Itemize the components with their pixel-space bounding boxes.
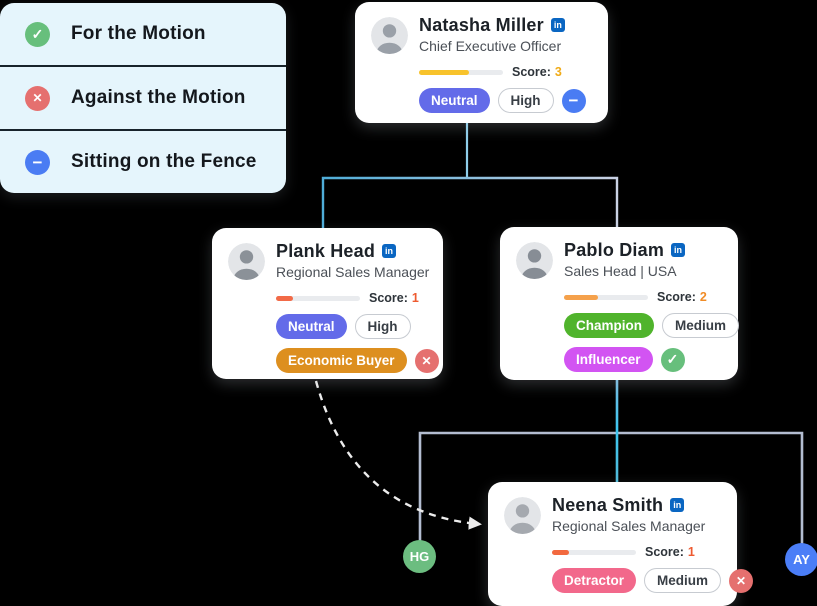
score-label: Score:: [512, 65, 551, 79]
legend-item-on-fence: Sitting on the Fence: [0, 129, 286, 193]
score-value: 2: [699, 290, 707, 304]
avatar: [371, 17, 408, 54]
badge-champion[interactable]: Champion: [564, 313, 654, 338]
legend-item-against-motion: Against the Motion: [0, 65, 286, 129]
x-circle-icon[interactable]: [729, 568, 754, 593]
score-bar-fill: [276, 295, 293, 301]
badge-influencer[interactable]: Influencer: [564, 347, 653, 372]
linkedin-icon[interactable]: in: [382, 244, 397, 258]
person-title: Sales Head | USA: [564, 263, 677, 279]
badge-medium[interactable]: Medium: [662, 313, 740, 338]
person-node-ay[interactable]: AY: [785, 543, 817, 576]
badge-economic-buyer[interactable]: Economic Buyer: [276, 348, 407, 373]
legend-label: Sitting on the Fence: [71, 151, 257, 172]
badge-medium[interactable]: Medium: [644, 568, 722, 593]
check-circle-icon: [25, 21, 50, 47]
score-bar: [552, 549, 636, 555]
person-node-hg[interactable]: HG: [403, 540, 436, 573]
person-card-pablo-diam[interactable]: Pablo Diam in Sales Head | USA Score: 2 …: [500, 227, 740, 380]
score-value: 3: [554, 65, 562, 79]
person-name: Neena Smith: [552, 494, 664, 515]
check-circle-icon[interactable]: [660, 347, 685, 372]
person-card-natasha-miller[interactable]: Natasha Miller in Chief Executive Office…: [355, 2, 608, 123]
legend-label: Against the Motion: [71, 87, 246, 108]
score-bar: [564, 294, 648, 300]
score-value: 1: [687, 545, 695, 559]
linkedin-icon[interactable]: in: [671, 243, 686, 257]
avatar: [228, 243, 265, 280]
legend-item-for-motion: For the Motion: [0, 3, 286, 65]
badge-high[interactable]: High: [354, 314, 411, 339]
x-circle-icon: [25, 85, 50, 111]
person-card-plank-head[interactable]: Plank Head in Regional Sales Manager Sco…: [212, 228, 443, 379]
score-label: Score:: [657, 290, 696, 304]
score-bar: [419, 69, 503, 75]
person-title: Regional Sales Manager: [552, 518, 706, 534]
person-title: Regional Sales Manager: [276, 264, 430, 280]
x-circle-icon[interactable]: [414, 348, 439, 373]
legend-label: For the Motion: [71, 23, 206, 44]
score-bar: [276, 295, 360, 301]
score-value: 1: [411, 291, 419, 305]
score-label: Score:: [645, 545, 684, 559]
score-bar-fill: [552, 549, 569, 555]
person-name: Pablo Diam: [564, 239, 665, 260]
person-name: Plank Head: [276, 240, 376, 261]
score-label: Score:: [369, 291, 408, 305]
minus-circle-icon: [25, 149, 50, 175]
avatar: [516, 242, 553, 279]
score-bar-fill: [564, 294, 598, 300]
linkedin-icon[interactable]: in: [670, 498, 685, 512]
badge-neutral[interactable]: Neutral: [419, 88, 490, 113]
person-name: Natasha Miller: [419, 14, 544, 35]
badge-neutral[interactable]: Neutral: [276, 314, 347, 339]
person-card-neena-smith[interactable]: Neena Smith in Regional Sales Manager Sc…: [488, 482, 754, 606]
minus-circle-icon[interactable]: [561, 88, 586, 113]
badge-high[interactable]: High: [497, 88, 554, 113]
linkedin-icon[interactable]: in: [550, 18, 565, 32]
score-bar-fill: [419, 69, 470, 75]
avatar: [504, 497, 541, 534]
person-title: Chief Executive Officer: [419, 38, 562, 54]
badge-detractor[interactable]: Detractor: [552, 568, 637, 593]
influence-arrow: [314, 380, 482, 530]
legend-panel: For the Motion Against the Motion Sittin…: [0, 3, 286, 193]
